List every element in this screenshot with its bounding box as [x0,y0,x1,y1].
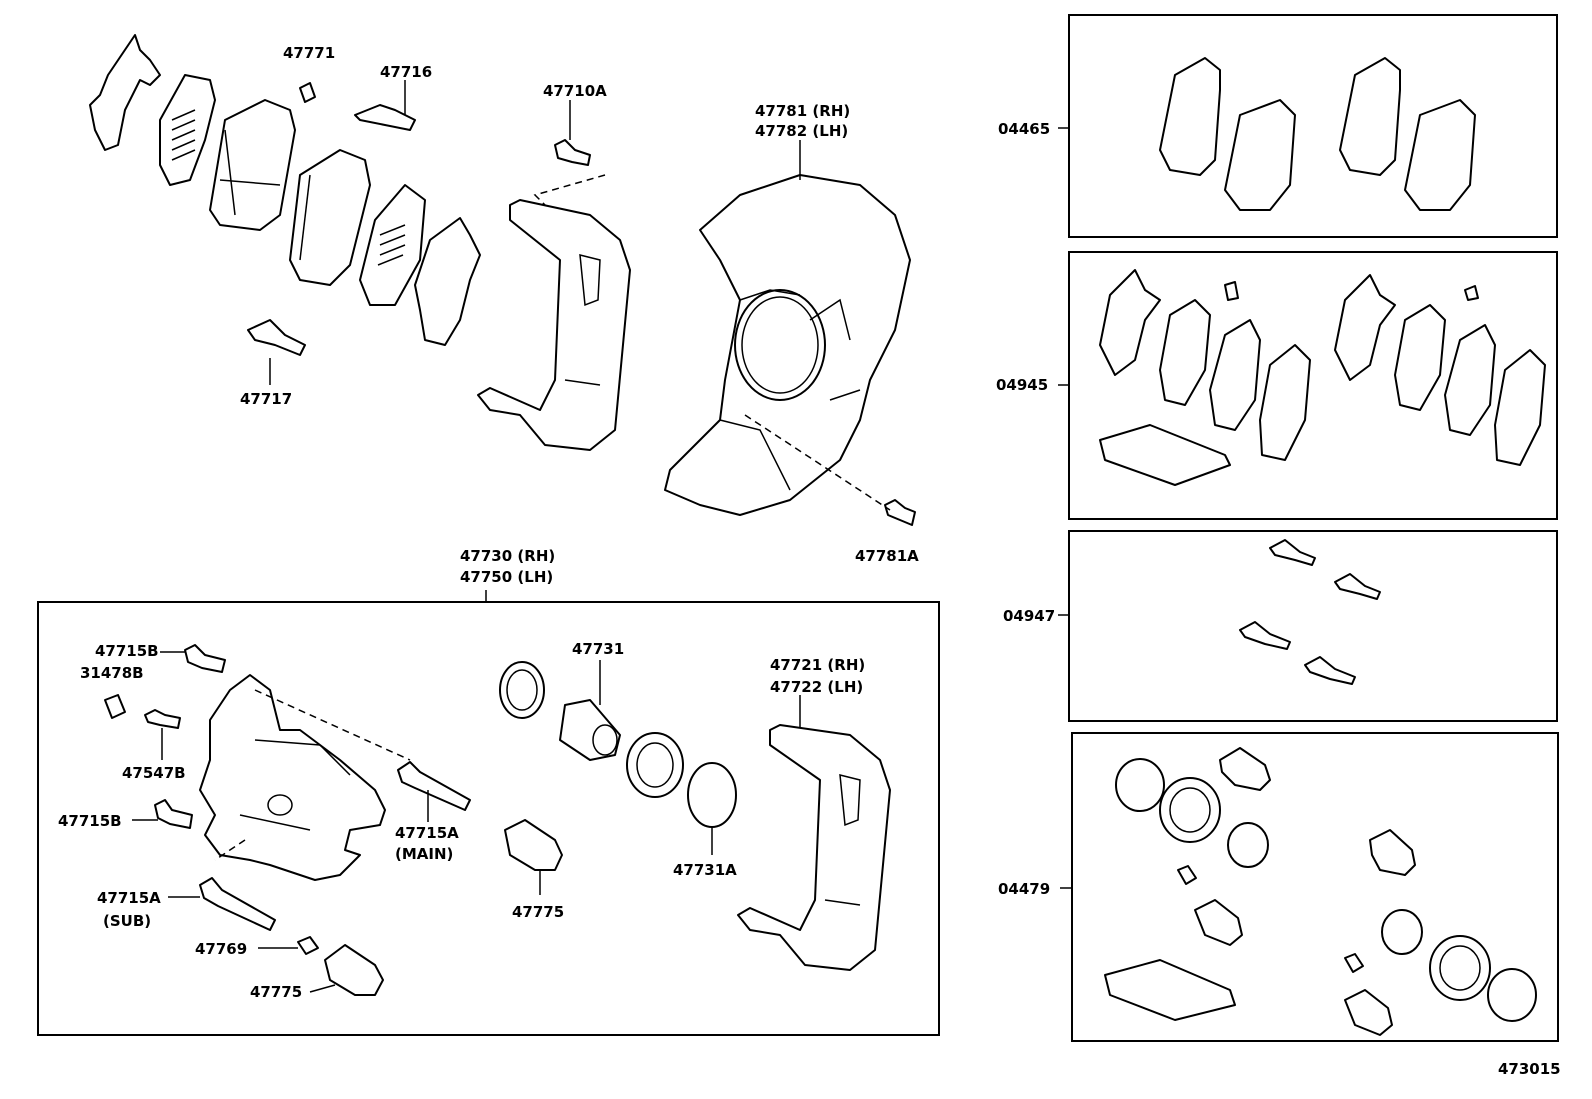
label-main: (MAIN) [395,845,453,863]
label-kit-04947: 04947 [1003,607,1055,625]
label-47547B: 47547B [122,764,186,782]
label-47722-lh: 47722 (LH) [770,678,863,696]
label-47715B-top: 47715B [95,642,159,660]
kit-04945-shims [1099,269,1546,486]
kit-04465-pads [1159,57,1476,211]
piston-47731 [559,660,621,761]
label-kit-04479: 04479 [998,880,1050,898]
cylinder-body [199,674,386,881]
caliper-assembly-box [37,601,940,1036]
pad-shim-outer-right [414,217,481,346]
kit-box-04947 [1068,530,1558,722]
wear-indicator-clip-47771 [299,82,316,103]
boot-47775-mid [504,819,563,895]
label-47782-lh: 47782 (LH) [755,122,848,140]
bleeder-cap-31478B [104,694,126,719]
pad-support-plate-47717 [247,319,306,385]
label-47731A: 47731A [673,861,737,879]
cylinder-boot-ring [626,732,684,798]
label-47715B-mid: 47715B [58,812,122,830]
pin-47715A-sub [168,877,276,931]
brake-pad-outer [209,99,296,231]
pad-support-plate-47716 [354,80,416,131]
bolt-47715B-mid [132,799,193,829]
label-47769: 47769 [195,940,247,958]
label-47710A: 47710A [543,82,607,100]
boot-47775-bottom [309,944,384,996]
bleeder-plug-47547B [144,709,181,760]
label-47775-mid: 47775 [512,903,564,921]
bushing-47769 [258,936,319,955]
figure-id: 473015 [1498,1060,1561,1078]
kit-04947-clips [1239,539,1381,685]
pad-shim-inner-left [159,74,216,186]
piston-seal-ring [499,661,545,719]
kit-box-04465 [1068,14,1558,238]
pad-shim-outer-left [89,34,161,151]
label-47715A-main: 47715A [395,824,459,842]
pad-shim-inner-right [359,184,426,306]
label-kit-04945: 04945 [996,376,1048,394]
pin-47715A-main [397,761,471,822]
set-ring-47731A [687,762,737,855]
brake-pad-inner [289,149,371,286]
label-47715A-sub: 47715A [97,889,161,907]
bolt-47781A [884,499,916,526]
kit-box-04479 [1071,732,1559,1042]
label-sub: (SUB) [103,912,151,930]
label-31478B: 31478B [80,664,144,682]
bolt-47715B-top [184,644,226,673]
caliper-bracket-47721 [737,695,891,971]
label-47781A: 47781A [855,547,919,565]
bolt-47710A [554,100,591,166]
label-47771: 47771 [283,44,335,62]
label-47716: 47716 [380,63,432,81]
label-47731: 47731 [572,640,624,658]
label-47717: 47717 [240,390,292,408]
label-kit-04465: 04465 [998,120,1050,138]
label-47775-bottom: 47775 [250,983,302,1001]
label-47721-rh: 47721 (RH) [770,656,865,674]
label-47750-lh: 47750 (LH) [460,568,553,586]
kit-box-04945 [1068,251,1558,520]
disc-brake-dust-cover [664,174,911,516]
label-47730-rh: 47730 (RH) [460,547,555,565]
kit-04479-seals [1104,747,1537,1036]
caliper-bracket-top [477,199,631,451]
label-47781-rh: 47781 (RH) [755,102,850,120]
